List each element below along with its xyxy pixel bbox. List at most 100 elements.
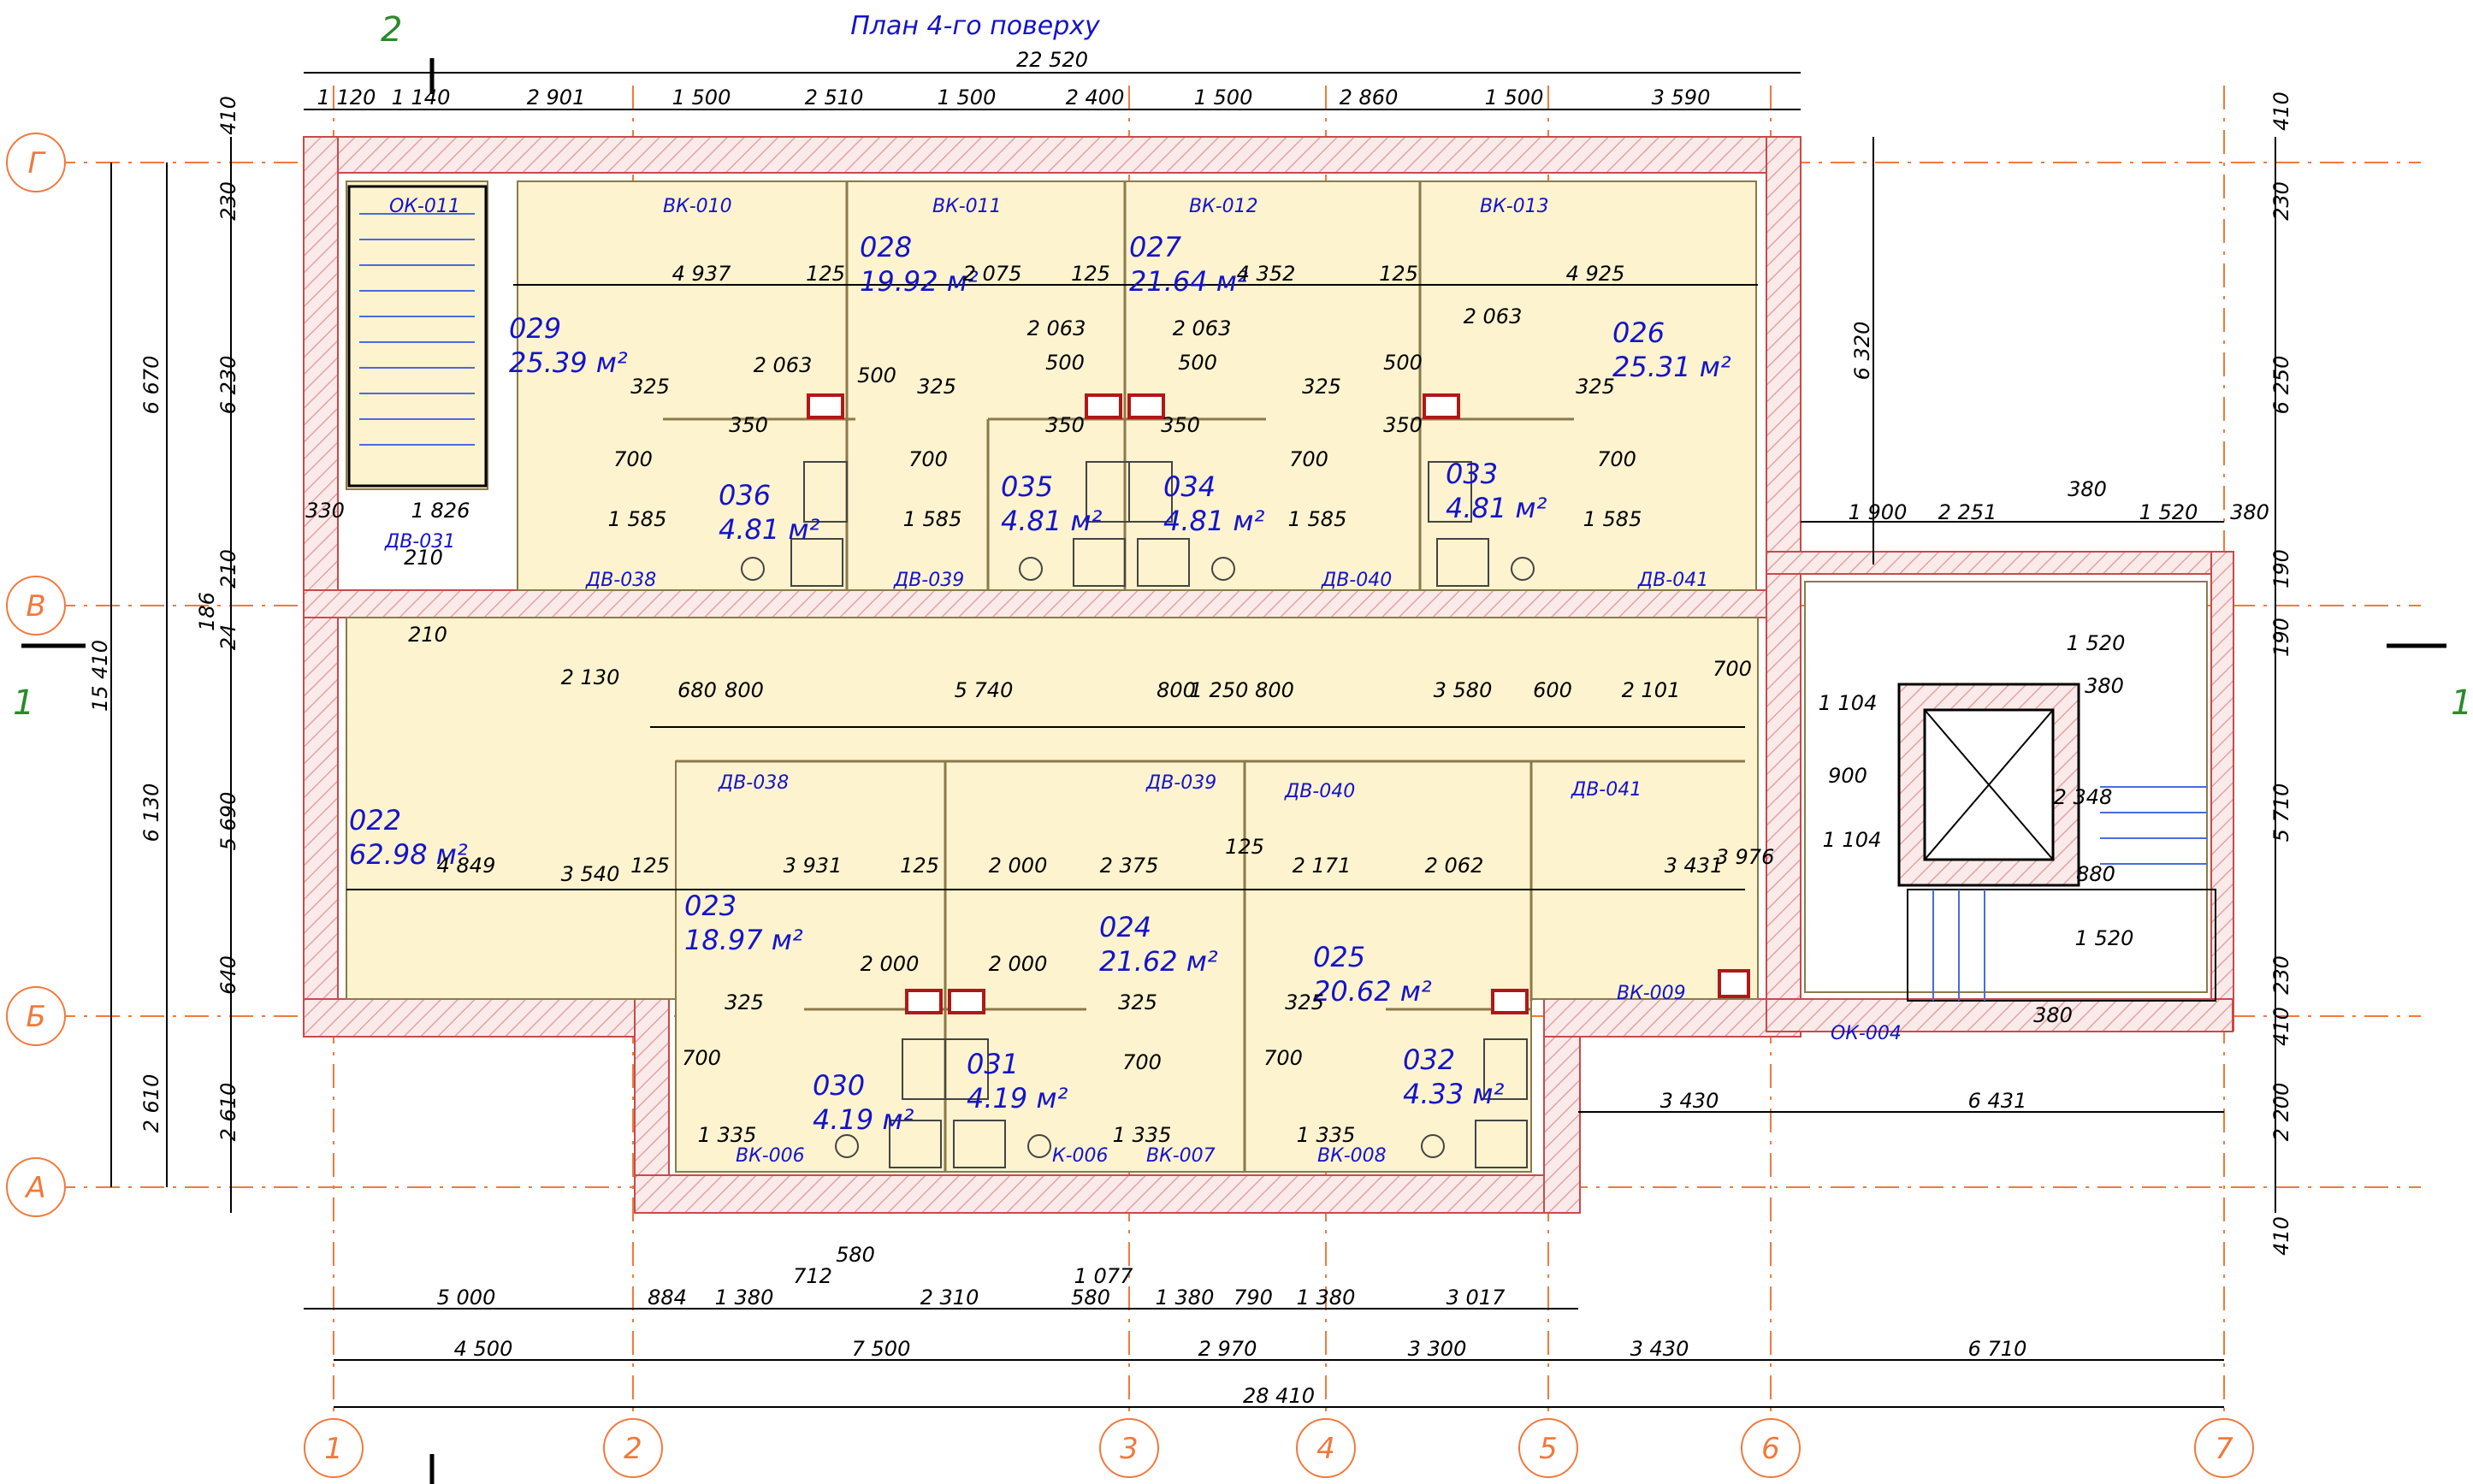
dim-inner-68: 1 335 [1297, 1123, 1356, 1147]
dim-bottom1-6: 1 077 [1074, 1264, 1133, 1288]
tag-dv-038-mid: ДВ-038 [718, 772, 789, 794]
tag-vk-009: ВК-009 [1617, 983, 1686, 1004]
dim-inner-12: 500 [1045, 351, 1085, 375]
tag-k-006: К-006 [1052, 1145, 1109, 1167]
dim-inner-74: 1 520 [2067, 631, 2126, 655]
room-025-code: 025 [1313, 941, 1365, 973]
dim-bottom2-2: 2 970 [1198, 1337, 1257, 1361]
room-033-code: 033 [1446, 458, 1498, 490]
dim-right-4: 190 [2269, 618, 2293, 657]
dim-inner-76: 1 104 [1819, 691, 1878, 715]
dim-inner-34: 210 [408, 623, 447, 647]
dim-right-5: 5 710 [2269, 783, 2293, 843]
room-034-code: 034 [1163, 470, 1216, 503]
axis-bubbles [6, 133, 2254, 1478]
dim-bottom2-0: 4 500 [454, 1337, 513, 1361]
staircase-left [347, 185, 488, 488]
dim-left-1: 230 [216, 181, 240, 221]
dim-inner-20: 350 [1045, 413, 1085, 437]
dim-left-outer-1: 6 130 [139, 783, 163, 843]
dim-inner-10: 2 063 [1464, 304, 1523, 328]
dim-inner-7: 2 063 [754, 353, 813, 377]
room-029-code: 029 [509, 312, 561, 345]
dim-left-5: 24 [216, 624, 240, 651]
dim-inner-81: 1 520 [2075, 926, 2134, 950]
element-tags: ОК-011 ВК-010 ВК-011 ВК-012 ВК-013 ДВ-03… [384, 196, 1902, 1167]
dim-top-3: 1 500 [672, 86, 731, 109]
room-034-area: 4.81 м² [1163, 505, 1265, 537]
dim-right-3: 190 [2269, 549, 2293, 588]
dim-inner-77: 900 [1828, 764, 1867, 788]
tag-dv-040-mid: ДВ-040 [1284, 781, 1355, 802]
dim-bottom1-9: 790 [1234, 1286, 1273, 1310]
dim-inner-0: 4 937 [672, 262, 731, 286]
dim-left-7: 640 [216, 955, 240, 995]
dimension-texts: 22 520 1 120 1 140 2 901 1 500 2 510 1 5… [88, 48, 2293, 1408]
dim-inner-28: 1 585 [903, 507, 962, 531]
axis-label-col-6: 6 [1761, 1432, 1780, 1466]
dim-left-0: 410 [216, 96, 240, 135]
dim-right-6: 230 [2269, 955, 2293, 995]
dim-bottom1-2: 1 380 [715, 1286, 774, 1310]
tag-vk-010: ВК-010 [663, 196, 732, 217]
dim-inner-18: 325 [1576, 375, 1615, 399]
tag-vk-012: ВК-012 [1189, 196, 1258, 217]
section-mark-left: 1 [13, 683, 34, 723]
dim-bottom1-4: 580 [836, 1243, 875, 1267]
dim-inner-75: 380 [2085, 674, 2124, 698]
dim-inner-65: 700 [1263, 1046, 1303, 1070]
tag-vk-006: ВК-006 [736, 1145, 805, 1167]
dim-left-3: 210 [216, 549, 240, 588]
room-028-area: 19.92 м² [860, 265, 979, 298]
room-036-code: 036 [719, 479, 771, 511]
dim-inner-9: 2 063 [1173, 316, 1232, 340]
dim-inner-17: 325 [1302, 375, 1341, 399]
elevator-shaft [1897, 683, 2080, 887]
dim-inner-61: 325 [1118, 990, 1157, 1014]
dim-top-5: 1 500 [938, 86, 997, 109]
room-023-code: 023 [684, 890, 737, 922]
axis-label-col-5: 5 [1539, 1432, 1558, 1466]
dim-top-6: 2 400 [1066, 86, 1125, 109]
tag-dv-041-top: ДВ-041 [1637, 570, 1708, 591]
dim-inner-30: 1 585 [1583, 507, 1642, 531]
dim-inner-5: 125 [1379, 262, 1418, 286]
axis-label-col-2: 2 [624, 1432, 642, 1466]
dim-inner-43: 600 [1533, 678, 1572, 702]
dim-inner-69: 1 900 [1849, 500, 1908, 524]
dim-inner-62: 325 [1285, 990, 1324, 1014]
dim-inner-24: 700 [908, 447, 948, 471]
dim-inner-22: 350 [1383, 413, 1423, 437]
room-036-area: 4.81 м² [719, 513, 820, 546]
dim-inner-46: 4 849 [437, 854, 496, 878]
dim-left-total: 15 410 [88, 640, 112, 712]
plan-title: План 4-го поверху [850, 11, 1101, 41]
tag-dv-041-mid: ДВ-041 [1571, 779, 1642, 801]
dim-inner-6: 4 925 [1566, 262, 1625, 286]
tag-vk-011: ВК-011 [932, 196, 1002, 217]
dim-inner-42: 3 580 [1434, 678, 1493, 702]
dim-inner-66: 1 335 [698, 1123, 757, 1147]
dim-inner-27: 1 585 [608, 507, 667, 531]
dim-top-0: 1 120 [317, 86, 376, 109]
room-030-code: 030 [813, 1069, 865, 1102]
dim-inner-2: 2 075 [963, 262, 1022, 286]
dim-inner-15: 325 [630, 375, 670, 399]
dim-top-4: 2 510 [805, 86, 864, 109]
room-031-code: 031 [967, 1048, 1019, 1080]
dim-right-0: 410 [2269, 92, 2293, 131]
dim-inner-73: 380 [2230, 500, 2269, 524]
room-024-code: 024 [1099, 911, 1151, 943]
dim-inner-54: 3 431 [1665, 854, 1724, 878]
dim-inner-63: 700 [682, 1046, 721, 1070]
dim-bottom1-1: 884 [648, 1286, 687, 1310]
tag-dv-031: ДВ-031 [384, 531, 455, 553]
dim-inner-25: 700 [1289, 447, 1328, 471]
dim-inner-59: 2 000 [989, 952, 1048, 976]
room-027-code: 027 [1129, 231, 1182, 263]
tag-ok-011: ОК-011 [389, 196, 460, 217]
axis-label-col-7: 7 [2215, 1432, 2233, 1466]
dim-right-8: 2 200 [2269, 1083, 2293, 1142]
